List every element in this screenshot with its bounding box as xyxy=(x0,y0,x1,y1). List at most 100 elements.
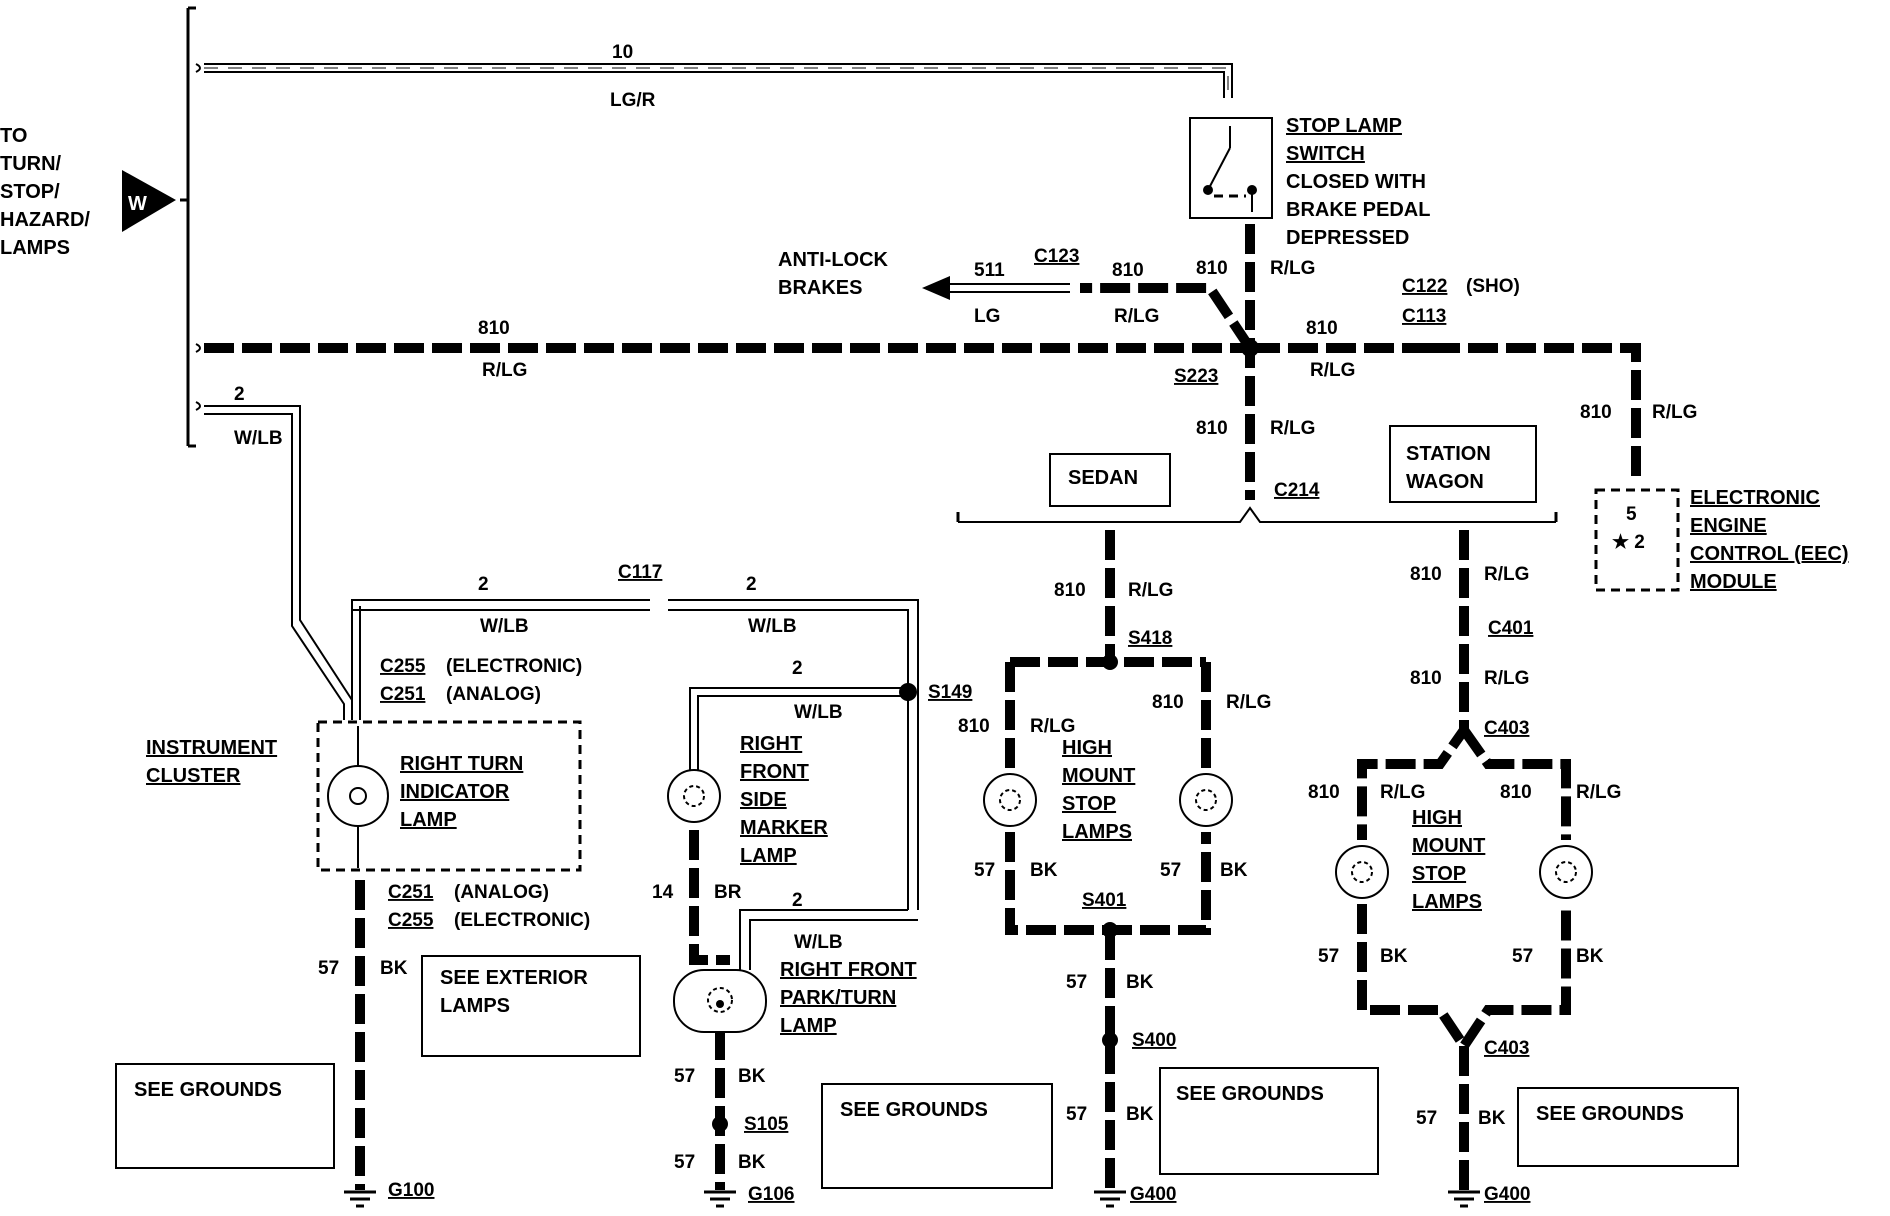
conn-c117: C117 xyxy=(618,562,662,583)
abs-color: LG xyxy=(974,306,1000,327)
conn-c251a-note: (ANALOG) xyxy=(446,684,541,705)
turn-lamp-l3: LAMP xyxy=(400,809,457,831)
see-grounds-1: SEE GROUNDS xyxy=(134,1079,282,1101)
stop-switch-l1: STOP LAMP xyxy=(1286,115,1402,137)
bus-label-5: LAMPS xyxy=(0,237,70,259)
sedan-r-color: R/LG xyxy=(1226,692,1271,713)
s105-gnd-circuit: 57 xyxy=(674,1152,695,1173)
hms-wagon-l1: HIGH xyxy=(1412,807,1462,829)
conn-c251a: C251 xyxy=(380,684,426,705)
conn-g400a: G400 xyxy=(1130,1184,1176,1205)
wagon-gl-color: BK xyxy=(1380,946,1408,967)
cluster-l1: INSTRUMENT xyxy=(146,737,277,759)
wire-labels: 10 LG/R 810 R/LG 2 W/LB 511 LG 810 R/LG … xyxy=(234,42,1697,1173)
sedan-r-circuit: 810 xyxy=(1152,692,1184,713)
down-s223-circuit: 810 xyxy=(1196,418,1228,439)
wagon-gnd-circuit: 57 xyxy=(1416,1108,1437,1129)
instrument-cluster xyxy=(316,720,582,872)
left-bus: W TO TURN/ STOP/ HAZARD/ LAMPS xyxy=(0,6,196,448)
c214-bus xyxy=(958,506,1556,523)
wagon-up-color: R/LG xyxy=(1484,564,1529,585)
see-exterior-l1: SEE EXTERIOR xyxy=(440,967,588,989)
cluster-gnd-circuit: 57 xyxy=(318,958,339,979)
right-run-circuit: 810 xyxy=(1306,318,1338,339)
wagon-up-circuit: 810 xyxy=(1410,564,1442,585)
down-s223-color: R/LG xyxy=(1270,418,1315,439)
conn-c255b-note: (ELECTRONIC) xyxy=(454,910,590,931)
conn-c255a: C255 xyxy=(380,656,426,677)
c117-right-color: W/LB xyxy=(748,616,797,637)
bus-label-2: TURN/ xyxy=(0,153,62,175)
marker-l2: FRONT xyxy=(740,761,809,783)
wagon-label-1: STATION xyxy=(1406,443,1491,465)
conn-s418: S418 xyxy=(1128,628,1172,649)
conn-c255b: C255 xyxy=(388,910,434,931)
hms-sedan-l2: MOUNT xyxy=(1062,765,1135,787)
c117-left-circuit: 2 xyxy=(478,574,489,595)
conn-g400b: G400 xyxy=(1484,1184,1530,1205)
wire-10-color: LG/R xyxy=(610,90,656,111)
wagon-gr-circuit: 57 xyxy=(1512,946,1533,967)
abs-circuit: 511 xyxy=(974,260,1005,281)
splice-s149 xyxy=(899,683,917,701)
wagon-r-circuit: 810 xyxy=(1500,782,1532,803)
abs-r-color: R/LG xyxy=(1114,306,1159,327)
sedan-gr-circuit: 57 xyxy=(1160,860,1181,881)
wagon-lamp-left xyxy=(1335,845,1389,899)
sedan-l-circuit: 810 xyxy=(958,716,990,737)
sw-out-color: R/LG xyxy=(1270,258,1315,279)
eec-module: 5 ★ 2 xyxy=(1594,488,1680,592)
conn-c401: C401 xyxy=(1488,618,1534,639)
conn-c251b: C251 xyxy=(388,882,434,903)
eec-l1: ELECTRONIC xyxy=(1690,487,1820,509)
marker-feed-circuit: 2 xyxy=(792,658,803,679)
conn-s400: S400 xyxy=(1132,1030,1176,1051)
abs-r-circuit: 810 xyxy=(1112,260,1144,281)
hms-sedan-l4: LAMPS xyxy=(1062,821,1132,843)
sedan-up-color: R/LG xyxy=(1128,580,1173,601)
marker-l4: MARKER xyxy=(740,817,828,839)
sedan-gl-circuit: 57 xyxy=(974,860,995,881)
marker-l1: RIGHT xyxy=(740,733,802,755)
wagon-gnd-color: BK xyxy=(1478,1108,1506,1129)
marker-l3: SIDE xyxy=(740,789,787,811)
turn-circuit: 2 xyxy=(234,384,245,405)
conn-c251b-note: (ANALOG) xyxy=(454,882,549,903)
connector-w-label: W xyxy=(128,193,147,215)
anti-lock-l1: ANTI-LOCK xyxy=(778,249,889,271)
cluster-l2: CLUSTER xyxy=(146,765,241,787)
wagon-gl-circuit: 57 xyxy=(1318,946,1339,967)
splice-s105 xyxy=(712,1116,728,1132)
eec-l3: CONTROL (EEC) xyxy=(1690,543,1849,565)
wagon-l-color: R/LG xyxy=(1380,782,1425,803)
wagon-lamp-right xyxy=(1539,845,1593,899)
turn-lamp-l1: RIGHT TURN xyxy=(400,753,523,775)
park-feed-color: W/LB xyxy=(794,932,843,953)
conn-g106: G106 xyxy=(748,1184,794,1205)
component-labels: STOP LAMP SWITCH CLOSED WITH BRAKE PEDAL… xyxy=(134,115,1849,1125)
sedan-s400b-circuit: 57 xyxy=(1066,1104,1087,1125)
park-feed-circuit: 2 xyxy=(792,890,803,911)
sedan-s400b-color: BK xyxy=(1126,1104,1154,1125)
s105-gnd-color: BK xyxy=(738,1152,766,1173)
eec-drop-color: R/LG xyxy=(1652,402,1697,423)
wagon-l-circuit: 810 xyxy=(1308,782,1340,803)
conn-c255a-note: (ELECTRONIC) xyxy=(446,656,582,677)
park-l2: PARK/TURN xyxy=(780,987,896,1009)
main-color: R/LG xyxy=(482,360,527,381)
sedan-lamp-left xyxy=(983,773,1037,827)
conn-g100: G100 xyxy=(388,1180,434,1201)
wagon-r-color: R/LG xyxy=(1576,782,1621,803)
sw-out-circuit: 810 xyxy=(1196,258,1228,279)
sedan-gr-color: BK xyxy=(1220,860,1248,881)
sedan-label: SEDAN xyxy=(1068,467,1138,489)
park-l1: RIGHT FRONT xyxy=(780,959,917,981)
wire-10-circuit: 10 xyxy=(612,42,633,63)
conn-c122-note: (SHO) xyxy=(1466,276,1520,297)
wires xyxy=(195,63,1641,1190)
marker-l5: LAMP xyxy=(740,845,797,867)
right-run-color: R/LG xyxy=(1310,360,1355,381)
turn-color: W/LB xyxy=(234,428,283,449)
conn-c403a: C403 xyxy=(1484,718,1529,739)
